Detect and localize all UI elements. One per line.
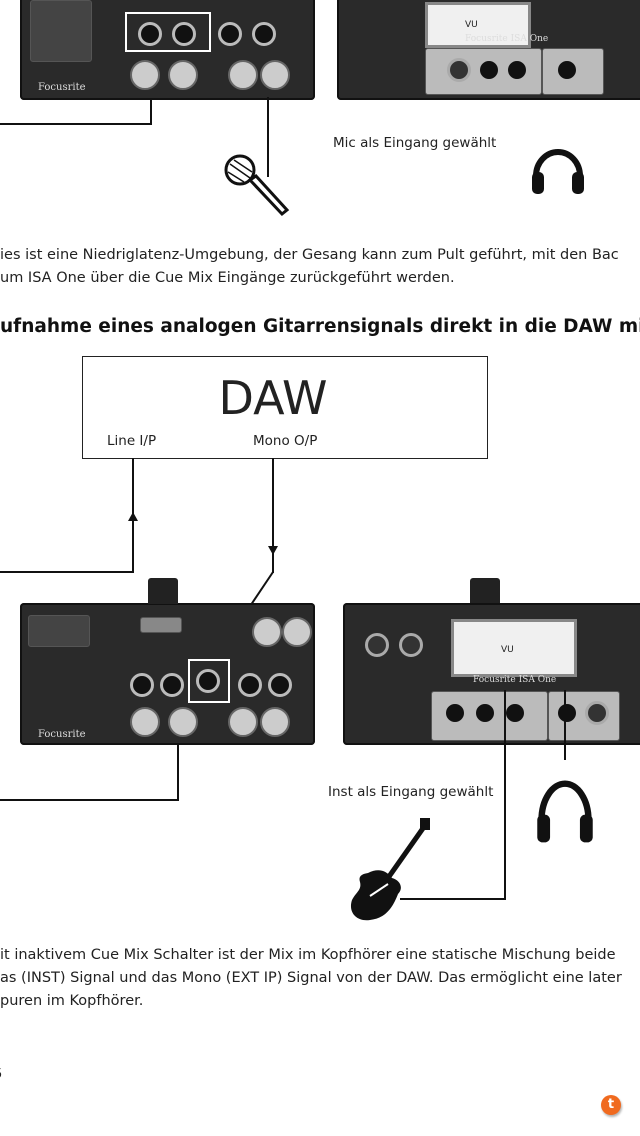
rear-brand-bottom: Focusrite <box>38 729 86 740</box>
paragraph-2-line-1: it inaktivem Cue Mix Schalter ist der Mi… <box>0 947 616 963</box>
daw-title: DAW <box>218 371 328 425</box>
inst-caption: Inst als Eingang gewählt <box>328 784 498 800</box>
daw-line-ip: Line I/P <box>107 433 157 449</box>
front-brand: Focusrite ISA One <box>465 34 549 44</box>
ext-ip-highlight <box>188 659 230 703</box>
rear-panel-unit-top: Focusrite <box>20 0 315 100</box>
vu-label-bottom: VU <box>501 645 514 655</box>
front-panel-unit-bottom: VU Focusrite ISA One <box>343 603 640 745</box>
headphones-icon <box>532 149 584 194</box>
mic-caption: Mic als Eingang gewählt <box>333 135 497 151</box>
paragraph-1-line-1: ies ist eine Niedriglatenz-Umgebung, der… <box>0 247 619 263</box>
paragraph-2-line-3: puren im Kopfhörer. <box>0 993 144 1009</box>
microphone-icon <box>224 154 290 217</box>
front-panel-unit-top: VU Focusrite ISA One <box>337 0 640 100</box>
paragraph-2-line-2: as (INST) Signal und das Mono (EXT IP) S… <box>0 970 622 986</box>
rear-panel-unit-bottom: Focusrite <box>20 603 315 745</box>
paragraph-1-line-2: um ISA One über die Cue Mix Eingänge zur… <box>0 270 455 286</box>
vu-label: VU <box>465 20 478 30</box>
page-number: 5 <box>0 1068 2 1081</box>
cue-mix-highlight <box>125 12 211 52</box>
headphones-icon <box>537 780 593 843</box>
electric-guitar-icon <box>350 818 430 921</box>
daw-box: DAW Line I/P Mono O/P <box>82 356 488 459</box>
front-brand-bottom: Focusrite ISA One <box>473 675 557 685</box>
section-heading: ufnahme eines analogen Gitarrensignals d… <box>0 316 640 337</box>
t-badge-icon[interactable]: t <box>601 1095 621 1115</box>
rear-brand: Focusrite <box>38 82 86 93</box>
daw-mono-op: Mono O/P <box>253 433 318 449</box>
